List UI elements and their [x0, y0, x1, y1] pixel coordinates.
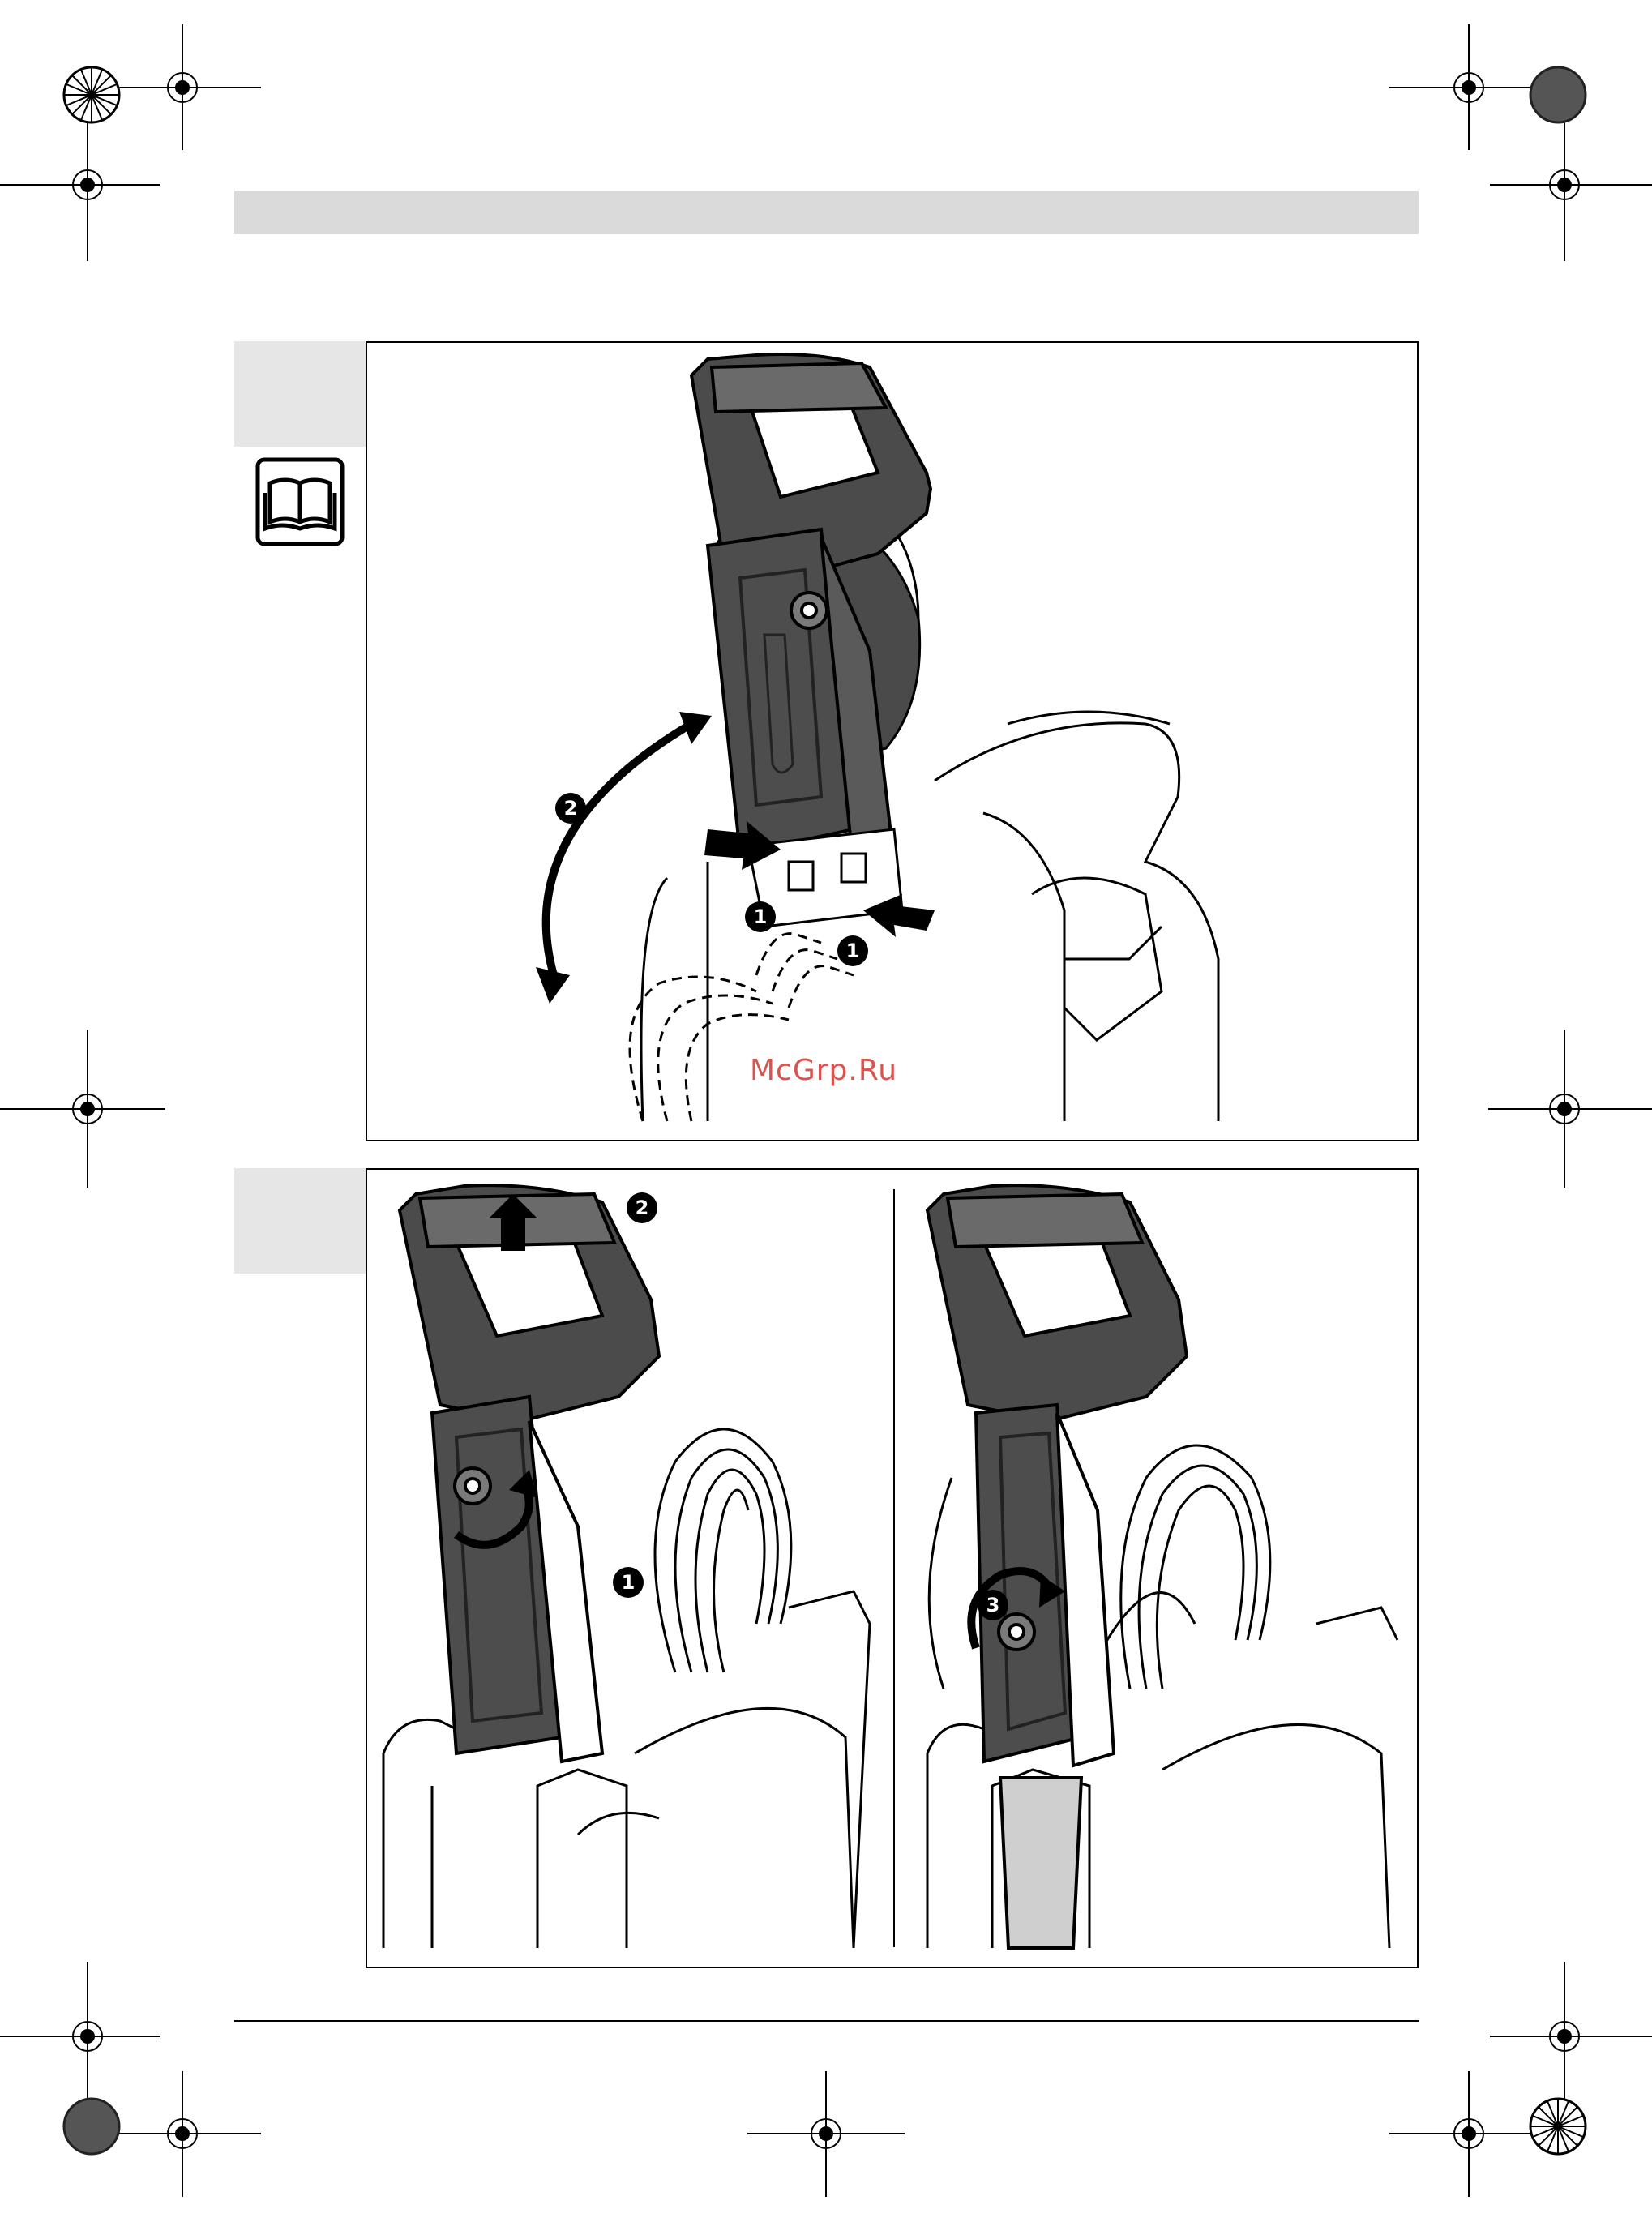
registration-mark-icon — [97, 2071, 261, 2197]
figure2-panel: 2 1 — [366, 1168, 1419, 1968]
registration-mark-icon — [1490, 113, 1652, 261]
watermark: McGrp.Ru — [750, 1054, 897, 1087]
header-bar — [234, 191, 1419, 234]
callout-1-left: 1 — [745, 901, 776, 932]
registration-mark-icon — [0, 1962, 160, 2108]
registration-mark-icon — [0, 1030, 165, 1188]
right-callout-3: 3 — [978, 1590, 1008, 1620]
registration-mark-icon — [1389, 24, 1555, 150]
color-wheel-icon — [64, 67, 119, 122]
figure2-right-illustration — [895, 1170, 1418, 1967]
registration-mark-icon — [1488, 1030, 1652, 1188]
figure1-illustration — [367, 343, 1417, 1140]
figure1-panel: 1 1 2 — [366, 341, 1419, 1141]
left-callout-2: 2 — [627, 1192, 657, 1223]
color-wheel-icon — [1530, 67, 1586, 122]
left-callout-1: 1 — [613, 1567, 644, 1598]
registration-mark-icon — [1490, 1962, 1652, 2108]
callout-2: 2 — [555, 793, 586, 824]
color-wheel-icon — [1530, 2099, 1586, 2154]
figure2-tab — [234, 1168, 366, 1274]
registration-mark-icon — [747, 2071, 905, 2197]
figure1-tab — [234, 341, 366, 447]
color-wheel-icon — [64, 2099, 119, 2154]
registration-mark-icon — [1389, 2071, 1555, 2197]
callout-1-right: 1 — [837, 935, 868, 966]
manual-book-icon — [255, 457, 345, 546]
registration-mark-icon — [97, 24, 261, 150]
footer-line — [234, 2020, 1419, 2022]
registration-mark-icon — [0, 113, 160, 261]
